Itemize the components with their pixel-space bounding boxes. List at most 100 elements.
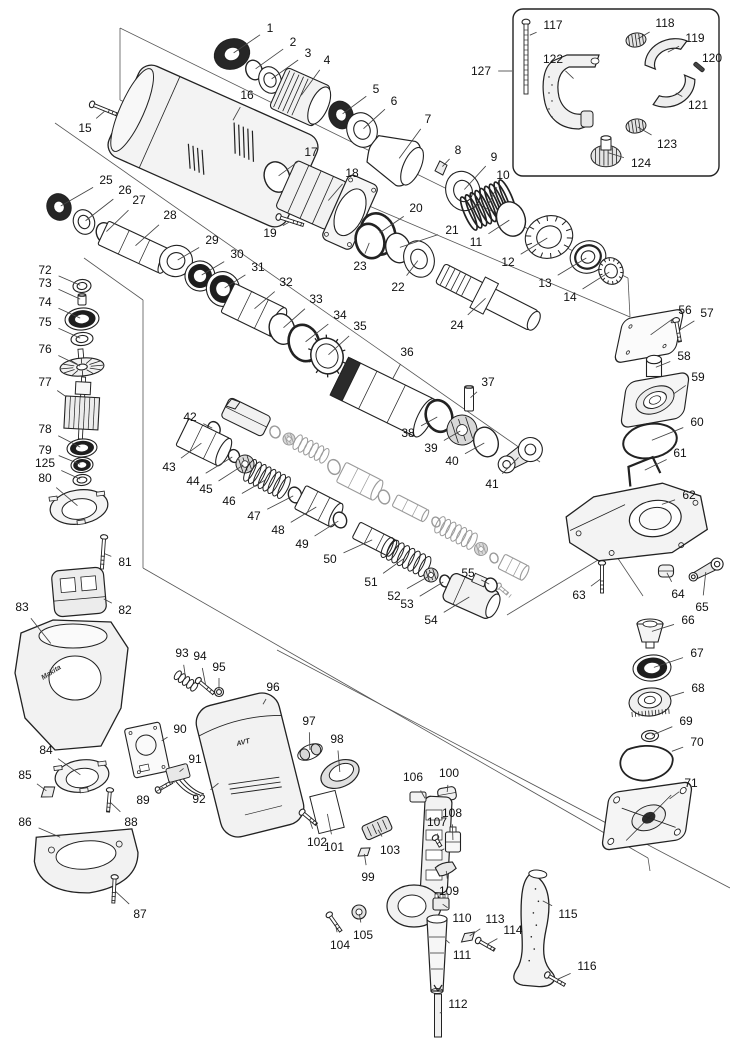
part-label-25: 25: [99, 173, 113, 187]
leader-line-121: [675, 92, 683, 97]
part-label-78: 78: [38, 422, 52, 436]
leader-line-125: [61, 470, 81, 480]
construction-line: [276, 649, 730, 889]
leader-line-9: [464, 165, 487, 190]
ghost-assembly: [221, 397, 530, 598]
part-label-39: 39: [424, 441, 438, 455]
leader-line-19: [282, 221, 290, 226]
part-5-shape: [328, 100, 354, 130]
part-117-shape: [521, 18, 531, 95]
leader-line-84: [57, 758, 81, 776]
part-label-80: 80: [38, 471, 52, 485]
part-62-shape: [565, 482, 709, 562]
leader-line-64: [666, 572, 673, 583]
leader-line-20: [379, 216, 404, 234]
part-1-shape: [213, 38, 251, 70]
leader-line-57: [679, 320, 695, 331]
part-55-shape: [484, 577, 498, 593]
leader-line-65: [702, 571, 707, 596]
part-label-90: 90: [173, 722, 187, 736]
leader-line-85: [36, 783, 47, 792]
construction-line: [54, 122, 541, 463]
ghost-part: [392, 494, 430, 523]
part-26-shape: [72, 209, 96, 235]
leader-line-123: [637, 126, 652, 136]
part-label-93: 93: [175, 646, 189, 660]
part-label-42: 42: [183, 410, 197, 424]
part-label-55: 55: [461, 566, 475, 580]
part-3-shape: [258, 66, 282, 94]
part-label-50: 50: [323, 552, 337, 566]
construction-line: [627, 277, 631, 318]
leader-line-43: [180, 442, 202, 459]
part-24-shape: [435, 263, 541, 331]
part-label-36: 36: [400, 345, 414, 359]
part-25-shape: [46, 193, 72, 221]
leader-line-98: [337, 750, 341, 773]
leader-line-92: [210, 782, 219, 791]
leader-line-37: [470, 391, 478, 398]
leader-line-39: [443, 430, 461, 441]
leader-line-10: [488, 186, 498, 204]
ghost-part: [282, 432, 296, 446]
part-label-37: 37: [481, 375, 495, 389]
part-6-shape: [346, 112, 378, 148]
part-label-10: 10: [496, 168, 510, 182]
part-label-82: 82: [118, 603, 132, 617]
part-label-28: 28: [163, 208, 177, 222]
part-label-116: 116: [577, 959, 596, 973]
part-102-shape: [298, 808, 319, 827]
leader-line-62: [661, 499, 676, 505]
part-label-3: 3: [305, 46, 312, 60]
part-label-112: 112: [448, 997, 467, 1011]
part-label-104: 104: [330, 938, 350, 952]
part-label-105: 105: [353, 928, 373, 942]
part-label-72: 72: [38, 263, 52, 277]
part-label-96: 96: [266, 680, 280, 694]
leader-line-68: [669, 691, 685, 697]
leader-line-78: [58, 435, 81, 448]
leader-line-1: [233, 34, 261, 54]
part-119-shape: [644, 38, 688, 71]
part-label-23: 23: [353, 259, 367, 273]
part-label-5: 5: [373, 82, 380, 96]
leader-line-33: [283, 308, 306, 328]
part-label-4: 4: [324, 53, 331, 67]
part-label-20: 20: [409, 201, 423, 215]
leader-line-122: [565, 70, 574, 79]
leader-line-47: [267, 495, 294, 510]
construction-line: [142, 567, 649, 859]
part-124-shape: [590, 135, 622, 168]
part-35-shape: [308, 334, 346, 378]
part-74-shape: [64, 307, 100, 331]
leader-line-106: [420, 790, 426, 799]
part-label-9: 9: [491, 150, 498, 164]
part-label-2: 2: [290, 35, 297, 49]
part-97-shape: [297, 743, 323, 761]
part-label-65: 65: [695, 600, 709, 614]
part-label-81: 81: [118, 555, 132, 569]
leader-line-94: [201, 667, 207, 686]
leader-line-27: [106, 209, 129, 232]
part-label-53: 53: [400, 597, 414, 611]
part-101-shape: [309, 789, 345, 835]
part-label-111: 111: [453, 948, 472, 962]
part-label-58: 58: [677, 349, 691, 363]
part-13-shape: [569, 240, 607, 274]
part-label-34: 34: [333, 308, 347, 322]
part-label-108: 108: [442, 806, 462, 820]
leader-line-99: [363, 853, 367, 866]
part-label-122: 122: [543, 52, 563, 66]
leader-line-17: [278, 160, 300, 177]
ghost-part: [474, 542, 488, 556]
part-label-114: 114: [503, 923, 522, 937]
part-94-shape: [194, 676, 216, 696]
part-63-shape: [597, 560, 607, 594]
leader-line-30: [201, 261, 225, 276]
leader-line-51: [382, 557, 405, 574]
leader-line-86: [38, 827, 61, 838]
leader-line-7: [398, 128, 422, 159]
part-label-73: 73: [38, 276, 52, 290]
part-label-120: 120: [702, 51, 722, 65]
part-87-shape: [110, 874, 119, 904]
